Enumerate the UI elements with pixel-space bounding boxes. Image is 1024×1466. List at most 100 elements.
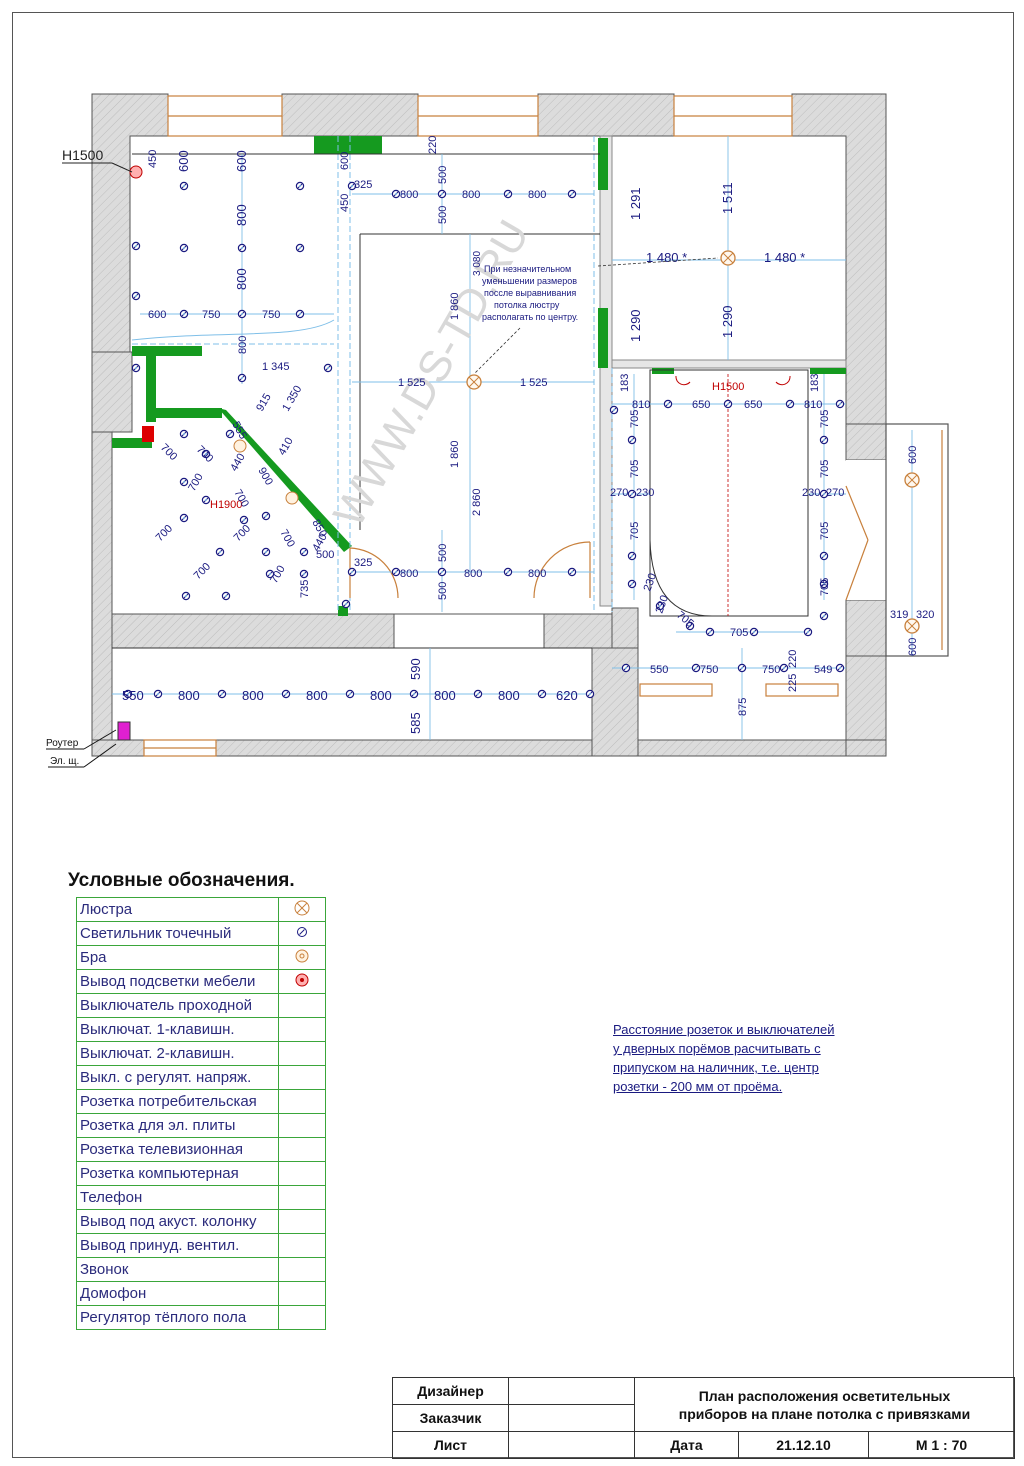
svg-text:810: 810 [804,399,822,411]
svg-text:600: 600 [176,150,191,172]
spotlight-icon [663,399,673,409]
svg-text:320: 320 [916,609,934,621]
designer-label: Дизайнер [393,1378,509,1405]
drawing-title: План расположения осветительных приборов… [635,1378,1015,1432]
legend-label: Выключатель проходной [75,993,280,1018]
spotlight-icon [409,689,419,699]
svg-text:549: 549 [814,664,832,676]
svg-text:450: 450 [339,194,351,212]
spotlight-icon [221,591,231,601]
legend-row: Розетка телевизионная [75,1137,326,1162]
spotlight-icon [835,399,845,409]
spotlight-icon [537,689,547,699]
legend-row: Выключат. 2-клавишн. [75,1041,326,1066]
spotlight-icon [179,477,189,487]
legend-label: Выключат. 1-клавишн. [75,1017,280,1042]
svg-text:600: 600 [339,152,351,170]
svg-text:700: 700 [194,444,215,465]
svg-text:1 290: 1 290 [720,305,735,338]
svg-text:650: 650 [692,399,710,411]
designer-value [509,1378,635,1405]
svg-text:325: 325 [354,557,372,569]
svg-text:620: 620 [556,688,578,703]
svg-text:800: 800 [528,189,546,201]
spotlight-icon [749,627,759,637]
svg-text:При незначительном: При незначительном [484,264,571,274]
svg-text:располагать по центру.: располагать по центру. [482,312,578,322]
svg-text:3 080: 3 080 [472,251,483,276]
svg-text:1 345: 1 345 [262,361,290,373]
legend-row: Вывод подсветки мебели [75,969,326,994]
spotlight-icon [621,663,631,673]
legend-label: Бра [75,945,280,970]
svg-text:750: 750 [700,664,718,676]
svg-text:325: 325 [354,179,372,191]
spotlight-icon [347,567,357,577]
legend-title: Условные обозначения. [68,870,295,891]
spotlight-icon [819,611,829,621]
spotlight-icon [585,689,595,699]
spotlight-icon [261,547,271,557]
legend-symbol-empty [278,1233,326,1258]
svg-text:800: 800 [400,189,418,201]
spotlight-icon [201,495,211,505]
spotlight-icon [391,567,401,577]
spotlight-icon [179,309,189,319]
windows [143,95,949,757]
chandelier-icon [278,897,326,922]
scale-value: М 1 : 70 [869,1432,1015,1459]
legend-row: Розетка компьютерная [75,1161,326,1186]
spotlight-icon [503,189,513,199]
svg-text:Эл. щ.: Эл. щ. [50,756,79,767]
legend-symbol-empty [278,1161,326,1186]
legend-row: Бра [75,945,326,970]
svg-text:800: 800 [528,568,546,580]
spotlight-icon [237,243,247,253]
chandelier-note: При незначительном уменьшении размеров п… [473,257,719,375]
sconce-icon [278,945,326,970]
legend-label: Вывод подсветки мебели [75,969,280,994]
h1900-label: H1900 [210,499,242,511]
svg-text:590: 590 [408,658,423,680]
legend-row: Розетка потребительская [75,1089,326,1114]
legend-row: Выключат. 1-клавишн. [75,1017,326,1042]
spotlight-icon [131,241,141,251]
svg-text:440: 440 [228,452,248,474]
dimension-texts: H1500 H1500 H1900 450 600 600 800 800 80… [62,136,934,734]
spotlight-icon [295,181,305,191]
spotlight-icon [691,663,701,673]
svg-text:800: 800 [498,688,520,703]
legend-symbol-empty [278,1041,326,1066]
svg-text:270: 270 [826,487,844,499]
svg-text:500: 500 [437,582,449,600]
legend-label: Выключат. 2-клавишн. [75,1041,280,1066]
legend-label: Звонок [75,1257,280,1282]
svg-text:1 525: 1 525 [398,377,426,389]
svg-text:1 350: 1 350 [280,384,304,414]
spotlight-icon [803,627,813,637]
legend-label: Вывод принуд. вентил. [75,1233,280,1258]
legend-row: Светильник точечный [75,921,326,946]
svg-text:1 860: 1 860 [449,440,461,468]
chandeliers [117,165,920,741]
spotlight-icon [473,689,483,699]
svg-text:700: 700 [186,472,206,494]
svg-text:800: 800 [306,688,328,703]
svg-text:735: 735 [299,580,311,598]
spotlight-icon [295,309,305,319]
spotlight-icon [437,567,447,577]
legend-symbol-empty [278,1209,326,1234]
svg-text:700: 700 [154,523,175,544]
spotlight-icon [345,689,355,699]
legend-label: Домофон [75,1281,280,1306]
svg-text:230: 230 [802,487,820,499]
legend-symbol-empty [278,1137,326,1162]
legend-row: Выкл. с регулят. напряж. [75,1065,326,1090]
guide-lines [132,136,613,612]
spotlight-icon [281,689,291,699]
legend-symbol-empty [278,993,326,1018]
svg-text:700: 700 [158,442,179,463]
svg-text:750: 750 [262,309,280,321]
svg-text:750: 750 [762,664,780,676]
svg-text:700: 700 [192,561,213,582]
